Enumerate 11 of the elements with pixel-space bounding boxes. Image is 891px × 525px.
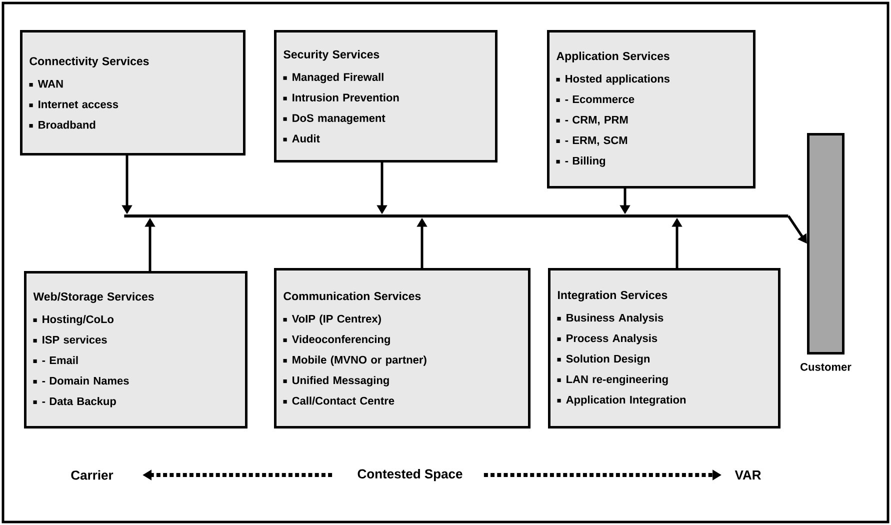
- node-label: Customer: [800, 363, 852, 371]
- service-box: Integration Services Business Analysis Process Analysis Solution Design LAN re-engineering Application Integration: [548, 268, 780, 428]
- text-label: Carrier: [71, 470, 114, 480]
- service-box: Web/Storage Services Hosting/CoLo ISP services - Email - Domain Names - Data Backup: [24, 271, 248, 428]
- service-box: Connectivity Services WAN Internet access Broadband: [20, 30, 246, 156]
- text-label: VAR: [734, 470, 761, 480]
- service-box: Communication Services VoIP (IP Centrex) Videoconferencing Mobile (MVNO or partner) Unified Messaging Call/Contact Centre: [274, 268, 530, 428]
- service-box: Application Services Hosted applications - Ecommerce - CRM, PRM - ERM, SCM - Billing: [547, 30, 756, 188]
- text-label: Contested Space: [358, 468, 462, 482]
- customer-bar: Customer: [800, 133, 852, 371]
- service-box: Security Services Managed Firewall Intrusion Prevention DoS management Audit: [274, 30, 498, 162]
